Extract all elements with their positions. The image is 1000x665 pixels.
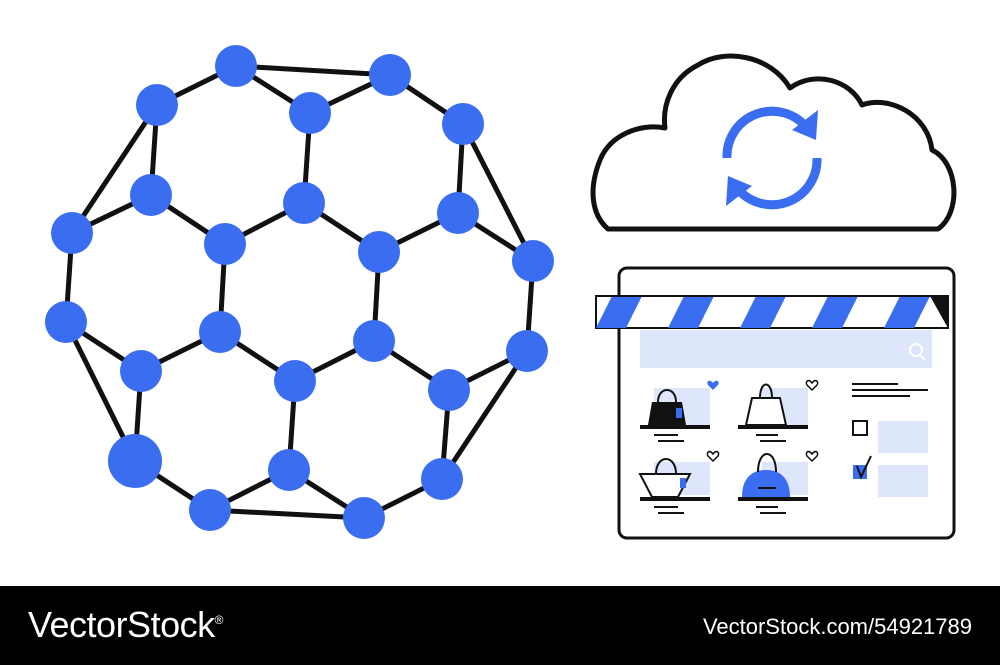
footer-bar: VectorStock® VectorStock.com/54921789 bbox=[0, 586, 1000, 665]
search-icon bbox=[909, 343, 926, 361]
checkbox-icon[interactable] bbox=[852, 420, 868, 436]
bag-icon bbox=[742, 470, 790, 497]
heart-icon[interactable] bbox=[805, 379, 819, 392]
cloud-icon bbox=[590, 53, 957, 232]
illustration bbox=[45, 45, 957, 540]
checkmark-icon bbox=[856, 455, 872, 480]
product-card[interactable] bbox=[738, 450, 819, 514]
heart-icon[interactable] bbox=[706, 450, 720, 463]
online-store-icon bbox=[595, 266, 956, 540]
store-awning bbox=[595, 295, 949, 329]
molecule-atoms bbox=[45, 45, 554, 539]
heart-icon[interactable] bbox=[805, 450, 819, 463]
search-bar[interactable] bbox=[640, 330, 932, 368]
sync-arrows-icon bbox=[722, 106, 822, 210]
cloud-sync-icon bbox=[590, 53, 957, 232]
product-card[interactable] bbox=[638, 450, 720, 514]
heart-icon[interactable] bbox=[707, 380, 719, 390]
filter-option[interactable] bbox=[853, 455, 928, 497]
image-id: VectorStock.com/54921789 bbox=[702, 614, 972, 639]
filter-panel bbox=[852, 383, 928, 397]
product-card[interactable] bbox=[738, 379, 819, 442]
brand-logo: VectorStock® bbox=[28, 604, 223, 645]
product-card[interactable] bbox=[640, 380, 719, 442]
bag-icon bbox=[648, 402, 686, 425]
bag-icon bbox=[744, 397, 788, 426]
filter-option[interactable] bbox=[852, 420, 928, 453]
